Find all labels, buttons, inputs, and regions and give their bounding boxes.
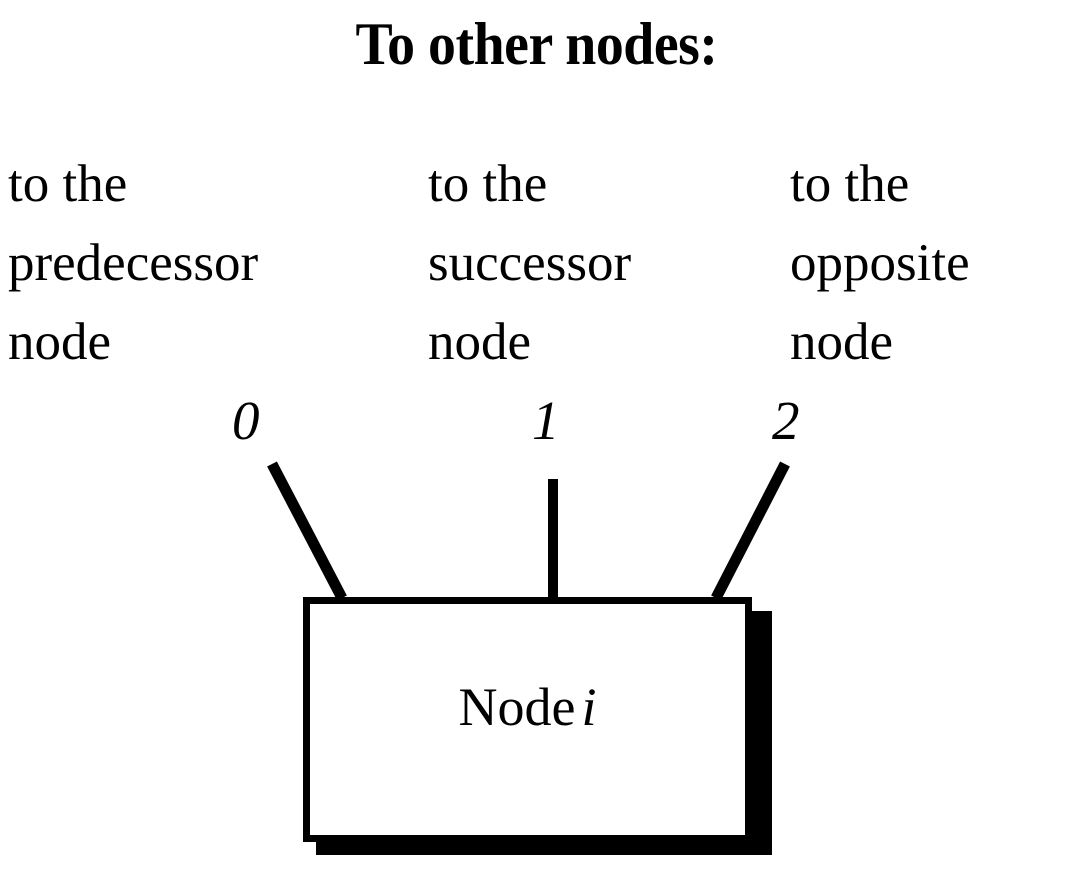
destination-label-line: opposite bbox=[790, 234, 970, 292]
connector-line-port-0 bbox=[267, 461, 347, 601]
destination-label-port-1: to the successor node bbox=[428, 145, 631, 382]
destination-label-line: to the bbox=[428, 155, 548, 213]
port-number-0: 0 bbox=[232, 390, 260, 451]
node-label-text: Node bbox=[458, 677, 576, 737]
destination-label-line: to the bbox=[8, 155, 128, 213]
diagram-title: To other nodes: bbox=[355, 11, 718, 77]
port-number-2: 2 bbox=[772, 390, 800, 451]
destination-label-line: to the bbox=[790, 155, 910, 213]
destination-label-port-2: to the opposite node bbox=[790, 145, 970, 382]
destination-label-line: successor bbox=[428, 234, 632, 292]
destination-label-line: node bbox=[790, 313, 894, 371]
destination-label-line: node bbox=[428, 313, 532, 371]
port-number-1: 1 bbox=[532, 390, 560, 451]
connector-line-port-2 bbox=[711, 461, 790, 601]
destination-label-line: node bbox=[8, 313, 112, 371]
destination-label-line: predecessor bbox=[8, 234, 259, 292]
destination-label-port-0: to the predecessor node bbox=[8, 145, 258, 382]
node-label-index: i bbox=[581, 677, 597, 737]
